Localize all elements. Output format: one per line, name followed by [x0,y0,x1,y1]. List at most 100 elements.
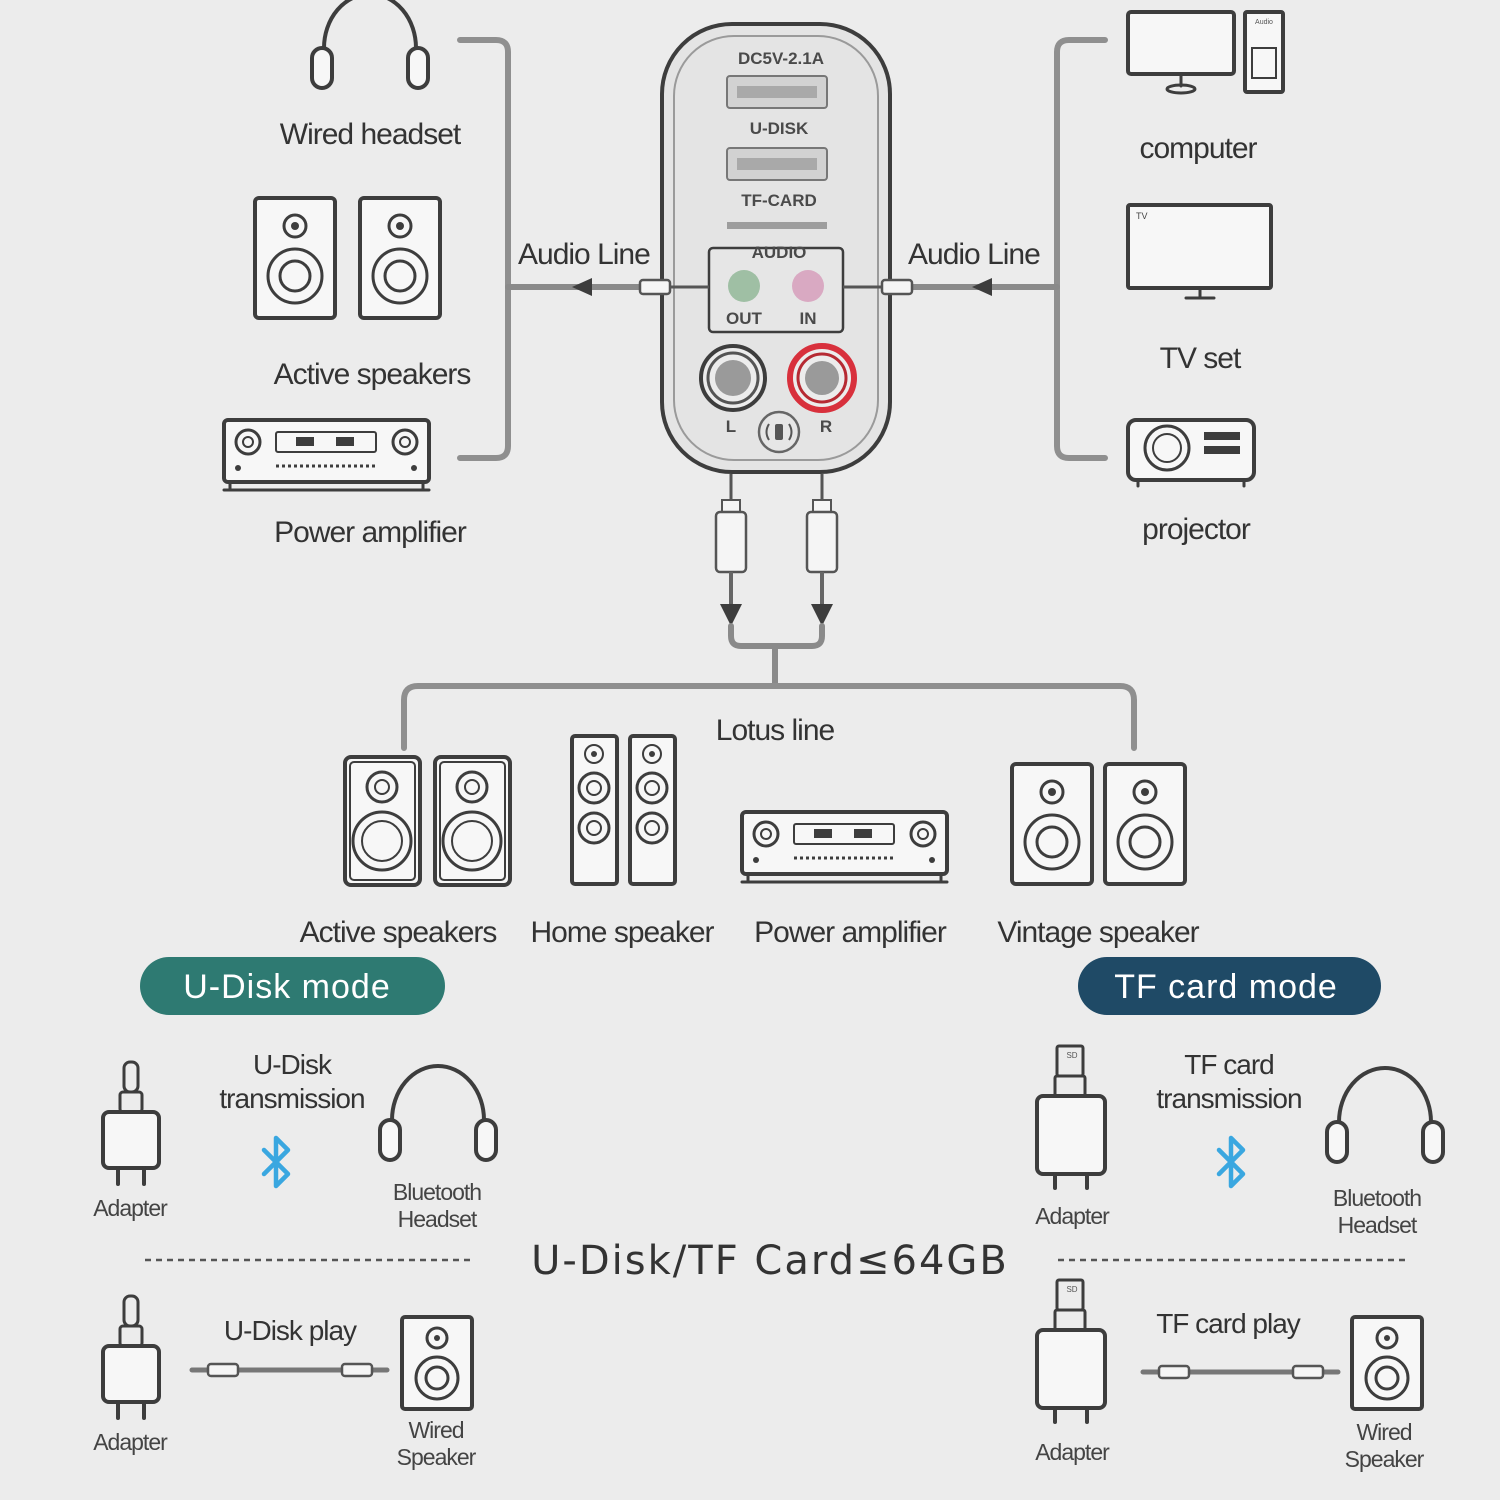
aux-cable-icon [192,1364,387,1376]
adapter-label: Adapter [1035,1439,1110,1465]
bluetooth-headset-icon [1325,1066,1445,1164]
aux-cable-icon [1143,1366,1338,1378]
left-active-speakers-label: Active speakers [274,358,471,391]
left-power-amplifier: Power amplifier [222,418,468,549]
audio-panel-label: AUDIO [752,243,807,262]
capacity-label: U-Disk/TF Card≤64GB [531,1238,1009,1284]
rca-right-label: R [820,417,832,436]
audio-out-label: OUT [726,309,763,328]
udisk-transmission-row: Adapter U-Disk transmission Bluetooth He… [93,1049,498,1232]
udisk-transmission-label-1: U-Disk [253,1049,333,1080]
bt-headset-label-1: Bluetooth [393,1179,481,1205]
speaker-icon [253,196,337,320]
udisk-transmission-label-2: transmission [219,1083,364,1114]
tf-adapter-icon [1035,1044,1107,1190]
monitor-icon [1126,10,1236,95]
tv-set: TV TV set [1126,203,1273,375]
udisk-mode-badge: U-Disk mode [140,957,445,1015]
rca-left-label: L [726,417,736,436]
audio-out-jack [728,270,760,302]
vintage-speaker-label: Vintage speaker [997,916,1199,949]
usb-port [726,75,828,109]
bt-headset-label-2: Headset [1338,1212,1418,1238]
bluetooth-headset-icon [378,1064,498,1162]
computer: Audio computer [1126,10,1285,165]
adapter-label: Adapter [93,1195,168,1221]
bluetooth-icon [1219,1138,1243,1186]
tv-screen-tag: TV [1136,211,1148,221]
adapter-label: Adapter [1035,1203,1110,1229]
usb-adapter-icon [101,1060,161,1186]
bluetooth-icon [264,1138,288,1186]
speaker-icon [1103,762,1187,886]
tf-card-slot [726,147,828,181]
tf-card-label: TF-CARD [741,191,817,210]
tf-adapter-icon [1035,1278,1107,1424]
adapter-label: Adapter [93,1429,168,1455]
home-speaker: Home speaker [530,734,716,949]
audio-in-label: IN [800,309,817,328]
tf-mode-badge: TF card mode [1078,957,1381,1015]
rca-left-jack [699,344,767,412]
computer-label: computer [1139,132,1257,165]
dc-power-label: DC5V-2.1A [738,49,824,68]
tf-transmission-label-2: transmission [1156,1083,1301,1114]
active-speaker-icon [433,755,512,887]
tower-tag: Audio [1255,19,1273,26]
udisk-play-label: U-Disk play [224,1315,357,1346]
sd-tag: SD [1066,1285,1077,1294]
left-active-speakers: Active speakers [253,196,471,391]
amplifier-icon [222,418,431,492]
wired-speaker-icon [400,1315,474,1411]
wired-speaker-label-1: Wired [1356,1419,1411,1445]
wired-headset-label: Wired headset [280,118,462,151]
tv-icon: TV [1126,203,1273,300]
audio-in-jack [792,270,824,302]
wired-speaker-label-2: Speaker [1345,1446,1425,1472]
projector-label: projector [1142,513,1251,546]
right-audio-line-label: Audio Line [908,238,1040,271]
capacity-divider: U-Disk/TF Card≤64GB [145,1238,1405,1284]
wired-speaker-icon [1350,1315,1424,1411]
home-speaker-label: Home speaker [530,916,714,949]
pairing-button [757,410,801,454]
left-power-amplifier-label: Power amplifier [274,516,467,549]
tf-transmission-label-1: TF card [1184,1049,1273,1080]
rca-right-jack [787,343,857,413]
bottom-active-speakers-label: Active speakers [300,916,497,949]
receiver-device: DC5V-2.1A U-DISK TF-CARD AUDIO OUT IN [660,22,892,474]
udisk-mode-label: U-Disk mode [183,968,390,1006]
left-audio-line-label: Audio Line [518,238,650,271]
amplifier-icon [740,810,949,884]
speaker-icon [1010,762,1094,886]
vintage-speaker: Vintage speaker [997,762,1201,949]
bottom-power-amplifier: Power amplifier [740,810,949,949]
udisk-play-row: Adapter U-Disk play Wired Speaker [93,1294,478,1470]
speaker-icon [358,196,442,320]
sd-tag: SD [1066,1051,1077,1060]
wired-headset: Wired headset [280,0,463,151]
bt-headset-label-2: Headset [398,1206,478,1232]
tf-play-row: SD Adapter TF card play Wired Speaker [1035,1278,1426,1472]
audio-panel: AUDIO OUT IN [707,243,845,334]
tf-transmission-row: SD Adapter TF card transmission Bluetoot… [1035,1044,1445,1238]
pc-tower-icon: Audio [1243,10,1285,94]
projector-icon [1126,418,1256,488]
bottom-power-amplifier-label: Power amplifier [754,916,947,949]
bottom-active-speakers: Active speakers [300,755,512,949]
tf-mode-pill [1078,957,1381,1015]
wired-speaker-label-1: Wired [408,1417,463,1443]
tf-mode-label: TF card mode [1114,968,1338,1006]
active-speaker-icon [343,755,422,887]
wired-speaker-label-2: Speaker [397,1444,477,1470]
udisk-port-label: U-DISK [750,119,809,138]
tf-play-label: TF card play [1156,1308,1301,1339]
tv-set-label: TV set [1160,342,1242,375]
tower-speaker-icon [570,734,619,886]
usb-adapter-icon [101,1294,161,1420]
headset-icon [310,0,430,90]
tower-speaker-icon [628,734,677,886]
right-audio-line: Audio Line [843,37,1108,461]
